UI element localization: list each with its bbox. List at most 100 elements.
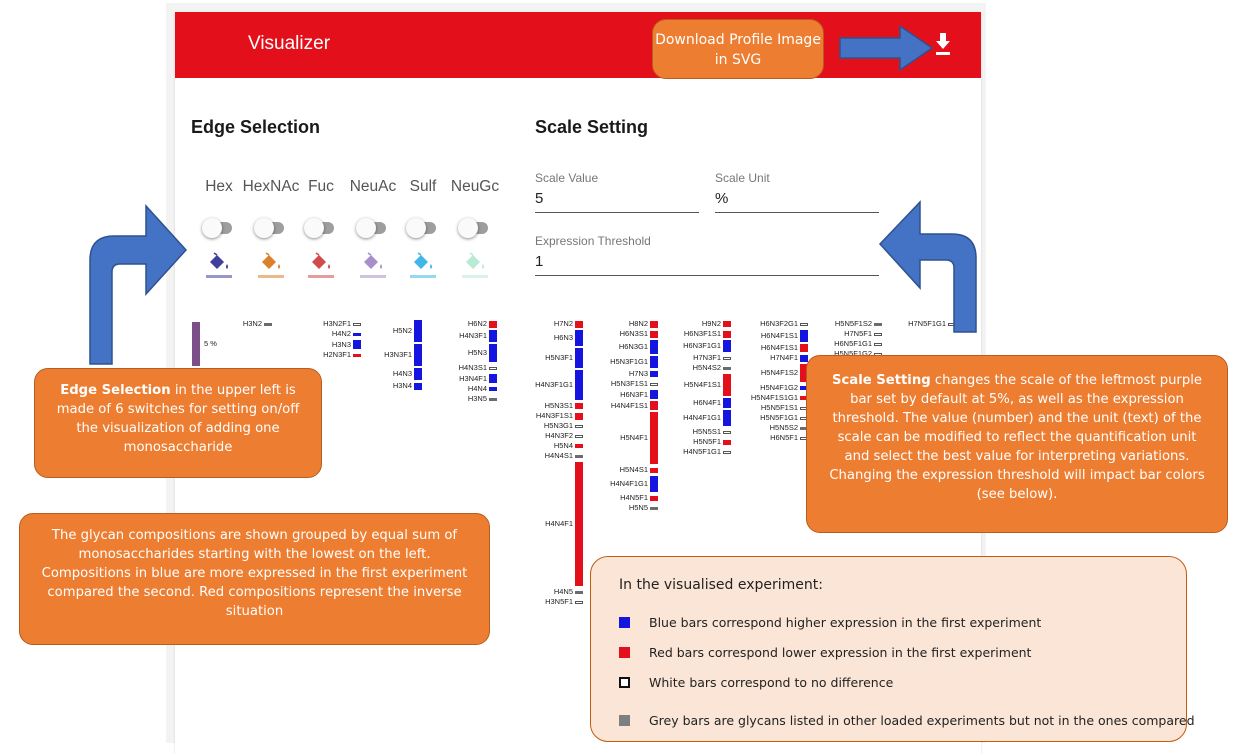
glycan-bar <box>575 424 583 428</box>
glycan-label: H3N5 <box>467 394 487 403</box>
glycan-bar <box>575 412 583 420</box>
glycan-label: H6N4F1S1 <box>760 343 798 352</box>
download-callout: Download Profile Image in SVG <box>652 19 824 79</box>
glycan-label: H3N3F1 <box>384 350 412 359</box>
glycan-bar <box>575 403 583 409</box>
glycan-bar <box>650 382 658 386</box>
glycan-label: H5N3S1 <box>544 401 573 410</box>
glycan-label: H5N5F1 <box>693 437 721 446</box>
legend-text: Grey bars are glycans listed in other lo… <box>649 713 1195 728</box>
scale-unit-input[interactable]: % <box>715 190 729 207</box>
glycan-bar <box>489 397 497 401</box>
glycan-bar <box>264 322 272 326</box>
glycan-label: H5N4F1S1G1 <box>750 393 798 402</box>
legend-swatch <box>619 647 630 658</box>
glycan-label: H3N5F1 <box>545 597 573 606</box>
toggle-neugc[interactable] <box>458 218 488 238</box>
glycan-label: H5N3F1S1 <box>610 379 648 388</box>
scale-value-input[interactable]: 5 <box>535 190 544 207</box>
glycan-bar <box>650 495 658 501</box>
edge-label-fuc: Fuc <box>308 178 334 195</box>
glycan-bar <box>650 371 658 377</box>
expression-threshold-label: Expression Threshold <box>535 234 651 248</box>
glycan-bar <box>650 467 658 473</box>
glycan-label: H4N4F1S1 <box>610 400 648 410</box>
toggle-hex[interactable] <box>202 218 232 238</box>
glycan-label: H4N3S1 <box>458 363 487 372</box>
edge-selection-callout-text: in the upper left is made of 6 switches … <box>56 383 300 455</box>
glycan-label: H3N4 <box>392 381 412 390</box>
glycan-bar <box>650 412 658 464</box>
edge-label-neugc: NeuGc <box>450 178 500 195</box>
glycan-bar <box>723 430 731 434</box>
scale-value-label: Scale Value <box>535 171 599 185</box>
glycan-bar <box>650 506 658 510</box>
legend-title: In the visualised experiment: <box>619 577 823 593</box>
glycan-bar <box>353 353 361 357</box>
scale-setting-callout: Scale Setting changes the scale of the l… <box>806 355 1228 533</box>
glycan-bar <box>650 330 658 338</box>
glycan-bar <box>723 439 731 445</box>
glycan-bar <box>723 340 731 352</box>
paint-bucket-icon[interactable] <box>308 250 334 278</box>
glycan-bar <box>723 374 731 396</box>
glycan-bar <box>489 320 497 328</box>
toggle-fuc[interactable] <box>304 218 334 238</box>
paint-bucket-icon[interactable] <box>360 250 386 278</box>
glycan-label: H4N4F1G1 <box>610 479 648 488</box>
glycan-bar <box>723 410 731 426</box>
glycan-bar <box>353 322 361 326</box>
glycan-label: H6N3 <box>553 333 573 342</box>
glycan-label: H9N2 <box>701 319 721 328</box>
glycan-bar <box>723 321 731 327</box>
expression-threshold-input[interactable]: 1 <box>535 253 544 270</box>
compositions-callout-text: The glycan compositions are shown groupe… <box>41 528 468 619</box>
edge-label-sulf: Sulf <box>409 178 437 195</box>
glycan-bar <box>650 390 658 399</box>
paint-bucket-icon[interactable] <box>462 250 488 278</box>
toggle-neuac[interactable] <box>356 218 386 238</box>
edge-label-hexnac: HexNAc <box>242 178 300 195</box>
glycan-bar <box>723 398 731 408</box>
glycan-label: H7N2 <box>553 319 573 328</box>
legend-box: In the visualised experiment: Blue bars … <box>590 556 1195 742</box>
glycan-bar <box>650 401 658 410</box>
toggle-hexnac[interactable] <box>254 218 284 238</box>
glycan-label: H5N4S2 <box>692 363 721 372</box>
glycan-label: H5N5S1 <box>692 427 721 436</box>
glycan-bar <box>489 344 497 362</box>
compositions-callout: The glycan compositions are shown groupe… <box>19 513 490 645</box>
glycan-bar <box>874 342 882 346</box>
glycan-label: H7N3F1 <box>693 353 721 362</box>
glycan-label: H4N5F1 <box>620 493 648 502</box>
glycan-label: H8N2 <box>628 319 648 328</box>
glycan-label: H7N5F1 <box>844 329 872 338</box>
expression-threshold-underline <box>535 275 879 276</box>
arrow-up-left-icon <box>878 200 977 333</box>
paint-bucket-icon[interactable] <box>206 250 232 278</box>
download-icon[interactable] <box>933 31 953 57</box>
glycan-bar <box>489 387 497 391</box>
paint-bucket-underline <box>258 275 284 278</box>
glycan-label: H5N3G1 <box>543 421 573 430</box>
glycan-bar <box>575 320 583 328</box>
glycan-bar <box>723 450 731 454</box>
glycan-bar <box>723 366 731 370</box>
glycan-label: H7N3 <box>628 369 648 378</box>
toggle-knob <box>254 218 274 238</box>
glycan-bar <box>650 356 658 368</box>
paint-bucket-icon[interactable] <box>258 250 284 278</box>
glycan-label: H4N5 <box>553 587 573 596</box>
paint-bucket-icon[interactable] <box>410 250 436 278</box>
glycan-label: H6N2 <box>467 319 487 328</box>
glycan-label: H7N5F1G1 <box>908 319 946 328</box>
glycan-bar <box>575 462 583 586</box>
toggle-sulf[interactable] <box>406 218 436 238</box>
legend-swatch <box>619 617 630 628</box>
glycan-label: H6N3F2G1 <box>760 319 798 328</box>
glycan-label: H3N2 <box>242 319 262 328</box>
glycan-label: H4N5F1G1 <box>683 447 721 456</box>
scale-value-underline <box>535 212 699 213</box>
glycan-label: H3N4F1 <box>459 373 487 383</box>
